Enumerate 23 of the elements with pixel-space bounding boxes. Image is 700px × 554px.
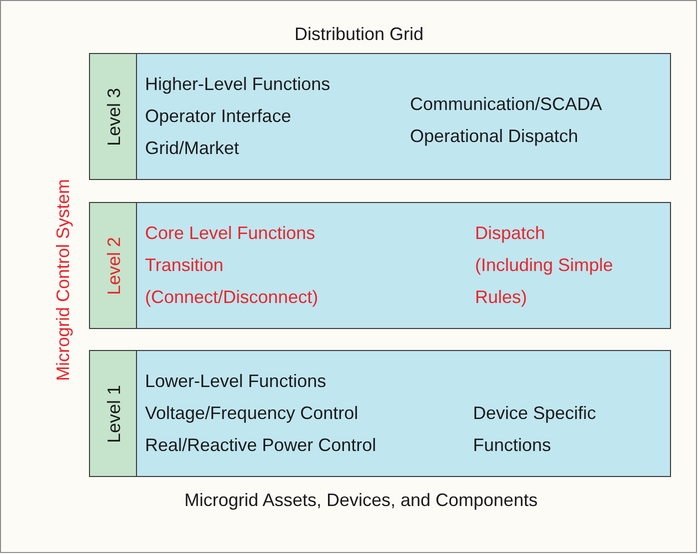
- level-band: [89, 350, 671, 477]
- function-text: Device Specific Functions: [473, 402, 598, 457]
- function-text: Dispatch: [475, 222, 546, 245]
- level-label: Level 1: [103, 384, 125, 446]
- function-text: Operational Dispatch: [410, 125, 580, 148]
- function-text: Real/Reactive Power Control: [145, 434, 378, 457]
- function-text: Voltage/Frequency Control: [145, 402, 360, 425]
- function-text: Transition: [145, 254, 224, 277]
- function-text: Operator Interface: [145, 105, 292, 128]
- level-label: Level 2: [103, 236, 125, 298]
- level-label: Level 3: [103, 86, 125, 148]
- bottom-label: Microgrid Assets, Devices, and Components: [183, 489, 539, 511]
- function-text: Lower-Level Functions: [145, 370, 328, 393]
- function-text: Grid/Market: [145, 137, 240, 160]
- function-text: Core Level Functions: [145, 222, 316, 245]
- function-text: Higher-Level Functions: [145, 73, 332, 96]
- top-label: Distribution Grid: [293, 23, 425, 45]
- side-label: Microgrid Control System: [52, 178, 74, 384]
- function-text: (Connect/Disconnect): [145, 286, 320, 309]
- level-band: [89, 53, 671, 180]
- function-text: (Including Simple Rules): [475, 254, 614, 309]
- function-text: Communication/SCADA: [410, 93, 604, 116]
- level-band: [89, 202, 671, 329]
